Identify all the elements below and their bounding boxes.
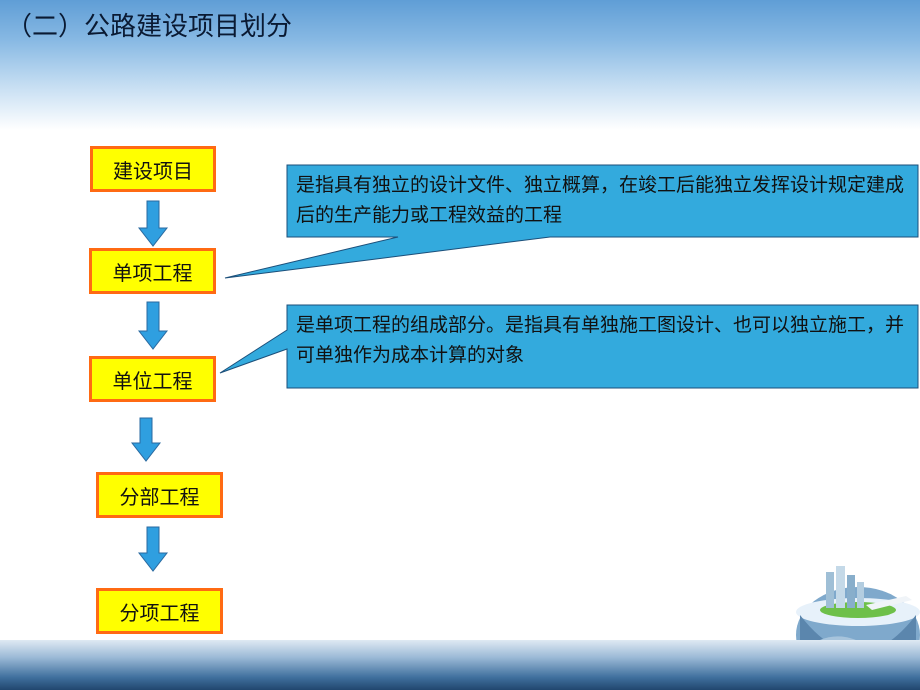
flow-box-unit-project: 单位工程 xyxy=(89,356,216,402)
flow-box-label: 分部工程 xyxy=(119,484,200,509)
down-arrow-icon xyxy=(137,526,169,572)
flow-box-label: 建设项目 xyxy=(113,158,193,183)
flow-box-subitem-project: 分项工程 xyxy=(96,588,223,634)
flow-box-division-project: 分部工程 xyxy=(96,472,223,518)
callout-1-shape xyxy=(224,164,919,279)
callout-2-shape xyxy=(219,304,919,389)
footer-gradient-band xyxy=(0,640,920,690)
header-gradient-band xyxy=(0,0,920,130)
flow-box-label: 单项工程 xyxy=(112,260,193,285)
slide-title: （二）公路建设项目划分 xyxy=(6,12,293,42)
flow-box-label: 单位工程 xyxy=(112,368,193,393)
callout-2-text: 是单项工程的组成部分。是指具有单独施工图设计、也可以独立施工，并可单独作为成本计… xyxy=(296,314,905,366)
flow-box-single-item-project: 单项工程 xyxy=(89,248,216,294)
down-arrow-icon xyxy=(137,200,169,247)
callout-1-text: 是指具有独立的设计文件、独立概算，在竣工后能独立发挥设计规定建成后的生产能力或工… xyxy=(296,174,905,226)
flow-box-label: 分项工程 xyxy=(119,600,200,625)
down-arrow-icon xyxy=(130,417,162,462)
down-arrow-icon xyxy=(137,301,169,350)
flow-box-construction-project: 建设项目 xyxy=(90,146,216,192)
